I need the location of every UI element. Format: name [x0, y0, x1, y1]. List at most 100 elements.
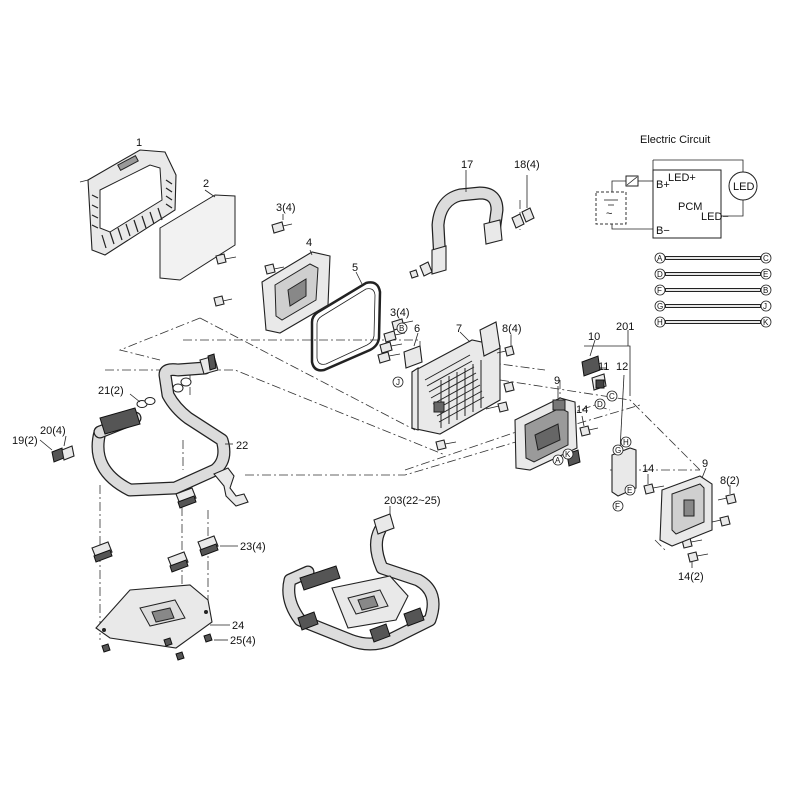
svg-text:D: D — [597, 400, 603, 409]
marker-b-top: B — [396, 322, 408, 334]
base-plate — [95, 584, 230, 649]
lens-glass — [159, 189, 236, 281]
svg-text:A: A — [555, 456, 561, 465]
callout-21: 21(2) — [98, 385, 124, 397]
letter-markers: B J D C A K H G E F — [392, 322, 636, 512]
pcm-board — [611, 374, 637, 497]
wire-end-label-right: C — [763, 254, 769, 263]
wire-end-left — [654, 316, 666, 328]
wire-end-right — [760, 316, 772, 328]
battery-symbol: ~ — [606, 208, 612, 220]
reflector — [261, 249, 331, 334]
callout-2: 2 — [203, 178, 209, 190]
wire-end-label-left: G — [657, 302, 663, 311]
wire-end-label-left: F — [657, 286, 662, 295]
callout-9-right: 9 — [702, 458, 708, 470]
wire-end-right — [760, 300, 772, 312]
callout-24: 24 — [232, 620, 244, 632]
bolts-20-19 — [39, 435, 75, 463]
callout-4: 4 — [306, 237, 312, 249]
wire-end-right — [760, 252, 772, 264]
wire-end-right — [760, 268, 772, 280]
b-minus-label: B− — [656, 225, 670, 237]
callout-6: 6 — [414, 323, 420, 335]
electric-circuit: Electric Circuit PCM B+ B− LED+ LED− LED… — [595, 134, 758, 239]
marker-c: C — [606, 390, 618, 402]
stand-assembly — [282, 506, 440, 651]
nuts-25 — [101, 633, 228, 661]
wire-end-left — [654, 268, 666, 280]
screws-3-upper — [213, 214, 293, 307]
callout-8-right: 8(2) — [720, 475, 740, 487]
callout-19: 19(2) — [12, 435, 38, 447]
wire-end-label-right: K — [763, 318, 769, 327]
marker-g: G — [612, 444, 624, 456]
callout-18: 18(4) — [514, 159, 540, 171]
svg-text:H: H — [623, 438, 629, 447]
svg-text:G: G — [615, 446, 621, 455]
callout-12: 12 — [616, 361, 628, 373]
circuit-title: Electric Circuit — [640, 134, 710, 146]
housing-heatsink — [411, 321, 501, 435]
callout-3-upper: 3(4) — [276, 202, 296, 214]
svg-text:B: B — [399, 324, 404, 333]
marker-j: J — [392, 376, 404, 388]
svg-text:K: K — [565, 450, 571, 459]
callout-17: 17 — [461, 159, 473, 171]
marker-d: D — [594, 398, 606, 410]
wire-end-left — [654, 300, 666, 312]
wire-end-label-left: H — [657, 318, 663, 327]
callout-14-c: 14(2) — [678, 571, 704, 583]
stand-frame — [91, 353, 233, 497]
b-plus-label: B+ — [656, 179, 670, 191]
wire-end-label-left: D — [657, 270, 663, 279]
wire-end-label-left: A — [657, 254, 663, 263]
svg-text:C: C — [609, 392, 615, 401]
callout-203: 203(22~25) — [384, 495, 441, 507]
screws-8-upper — [435, 335, 515, 451]
callout-23: 23(4) — [240, 541, 266, 553]
callout-8-upper: 8(4) — [502, 323, 522, 335]
led-minus-label: LED− — [701, 211, 729, 223]
marker-a: A — [552, 454, 564, 466]
washers-21 — [129, 377, 192, 408]
rubber-feet — [91, 487, 238, 573]
wire-end-label-right: E — [763, 270, 768, 279]
callout-22: 22 — [236, 440, 248, 452]
callout-1: 1 — [136, 137, 142, 149]
callout-20: 20(4) — [40, 425, 66, 437]
marker-h: H — [620, 436, 632, 448]
clamp-part — [213, 467, 249, 507]
pcm-label: PCM — [678, 201, 702, 213]
led-plus-label: LED+ — [668, 172, 696, 184]
battery-housing — [659, 467, 713, 547]
wire-end-left — [654, 252, 666, 264]
callout-10: 10 — [588, 331, 600, 343]
front-bezel — [79, 149, 177, 256]
gasket — [310, 271, 382, 372]
callout-9-left: 9 — [554, 375, 560, 387]
callout-201: 201 — [616, 321, 634, 333]
screws-18 — [409, 175, 535, 279]
callout-25: 25(4) — [230, 635, 256, 647]
carry-handle — [431, 170, 504, 275]
wire-end-label-right: B — [763, 286, 768, 295]
callout-labels: 1 2 3(4) 4 5 3(4) 6 7 8(4) 17 18(4) 10 2… — [12, 137, 740, 647]
pcm-box — [652, 169, 722, 239]
screws-3-lower — [377, 318, 414, 364]
callout-7: 7 — [456, 323, 462, 335]
callout-14-b: 14 — [642, 463, 654, 475]
rear-cover — [514, 386, 578, 471]
wire-end-left — [654, 284, 666, 296]
wire-end-label-right: J — [763, 302, 767, 311]
part-6-plate — [403, 332, 423, 369]
callout-11: 11 — [598, 361, 609, 373]
screws-8-right — [711, 485, 737, 527]
